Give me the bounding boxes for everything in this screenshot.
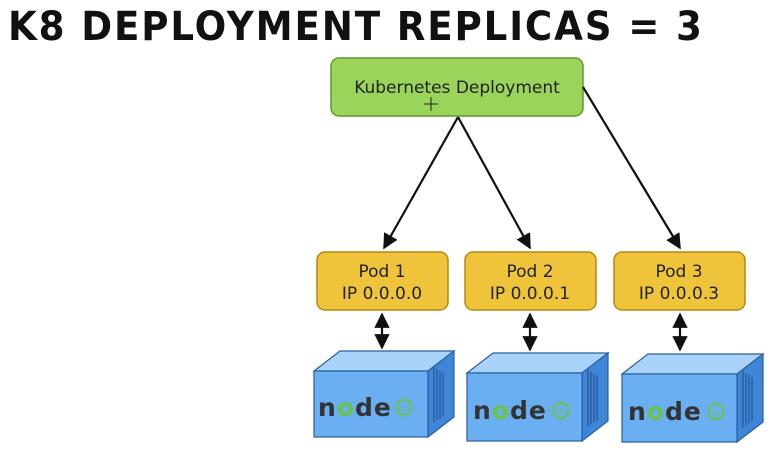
hexagon-js-icon (708, 401, 724, 422)
arrow-to-pod-3 (582, 86, 681, 250)
pod-ip: IP 0.0.0.3 (639, 284, 719, 304)
deployment-label: Kubernetes Deployment (354, 78, 560, 98)
nodejs-logo-text: node (628, 397, 702, 426)
pod-ip: IP 0.0.0.1 (490, 284, 570, 304)
nodejs-logo-2: node JS (473, 396, 569, 425)
node-container-2 (465, 351, 610, 443)
hexagon-js-icon (553, 400, 569, 421)
pod-container-arrows (374, 312, 688, 352)
cursor-icon (424, 97, 438, 111)
nodejs-logo-text: node (318, 393, 392, 422)
pod-box-1: Pod 1 IP 0.0.0.0 (316, 251, 449, 311)
node-container-3 (620, 352, 765, 444)
arrow-to-pod-1 (383, 116, 459, 250)
nodejs-logo-1: node JS (318, 393, 412, 422)
node-container-1 (312, 349, 456, 439)
pod-box-2: Pod 2 IP 0.0.0.1 (464, 251, 597, 311)
pod-name: Pod 3 (655, 262, 702, 282)
nodejs-logo-3: node JS (628, 397, 724, 426)
svg-text:JS: JS (557, 408, 565, 416)
hexagon-js-icon (396, 397, 412, 418)
svg-text:JS: JS (400, 405, 408, 413)
pod-ip: IP 0.0.0.0 (342, 284, 422, 304)
deployment-arrows (383, 86, 681, 250)
deployment-box: Kubernetes Deployment (330, 57, 584, 117)
arrow-to-pod-2 (457, 116, 531, 250)
page-title: K8 DEPLOYMENT REPLICAS = 3 (8, 4, 704, 50)
svg-text:JS: JS (712, 409, 720, 417)
pod-box-3: Pod 3 IP 0.0.0.3 (613, 251, 746, 311)
nodejs-logo-text: node (473, 396, 547, 425)
pod-name: Pod 1 (358, 262, 405, 282)
pod-name: Pod 2 (506, 262, 553, 282)
